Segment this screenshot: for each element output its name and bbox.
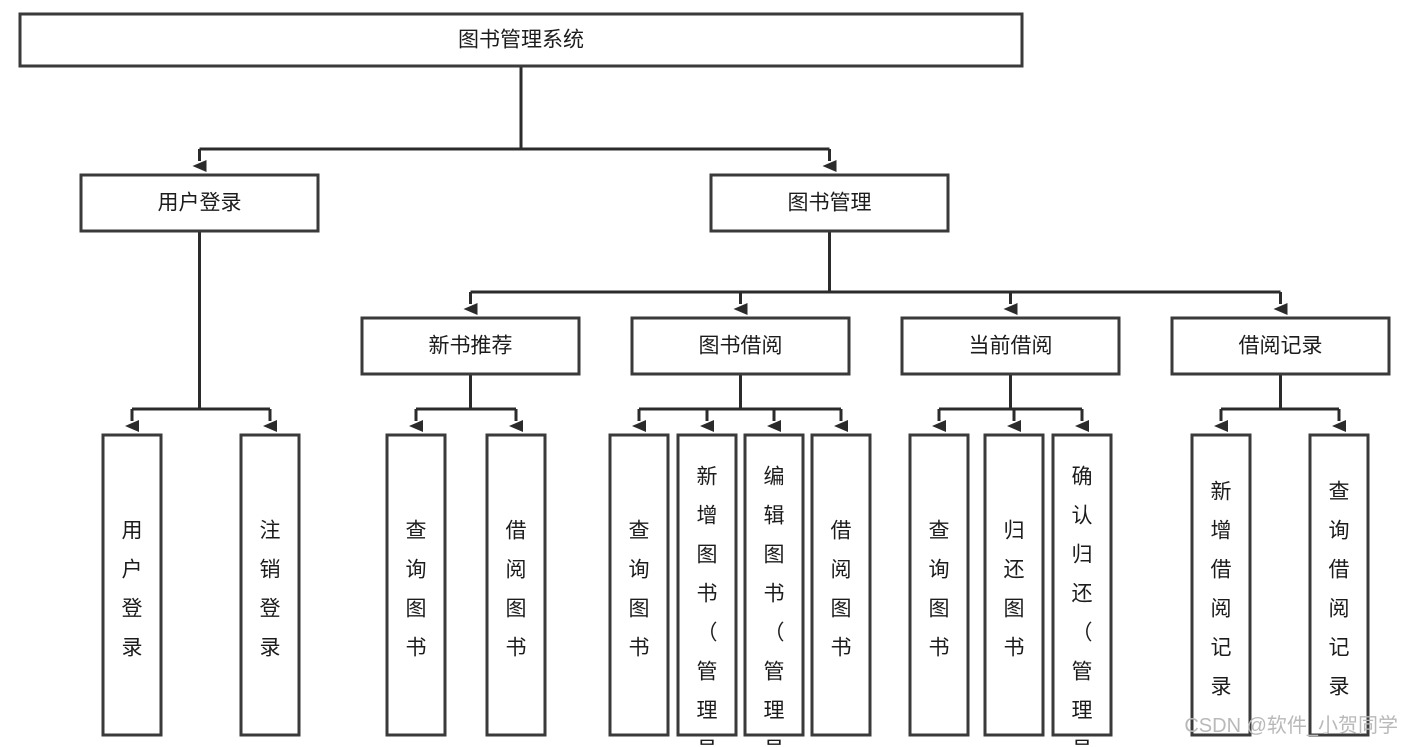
node-box bbox=[743, 433, 805, 737]
node-label: 查询图书 bbox=[629, 519, 650, 659]
node-root[interactable]: 图书管理系统 bbox=[18, 12, 1024, 68]
node-label: 用户登录 bbox=[158, 192, 242, 215]
node-label: 借阅记录 bbox=[1239, 335, 1323, 358]
node-box bbox=[18, 12, 1024, 68]
node-box bbox=[709, 173, 950, 233]
node-label: 注销登录 bbox=[260, 519, 281, 659]
node-leaf-query-book-rec[interactable]: 查询图书 bbox=[385, 433, 447, 737]
node-box bbox=[360, 316, 581, 376]
node-box bbox=[1308, 433, 1370, 737]
node-label: 借阅图书 bbox=[506, 519, 527, 659]
node-leaf-add-record[interactable]: 新增借阅记录 bbox=[1190, 433, 1252, 737]
node-current-borrow[interactable]: 当前借阅 bbox=[900, 316, 1121, 376]
node-label: 借阅图书 bbox=[831, 519, 852, 659]
node-box bbox=[608, 433, 670, 737]
connector-layer bbox=[125, 66, 1346, 432]
node-label: 查询借阅记录 bbox=[1329, 480, 1350, 698]
node-box bbox=[1051, 433, 1113, 737]
node-leaf-borrow-book-bor[interactable]: 借阅图书 bbox=[810, 433, 872, 737]
node-box bbox=[900, 316, 1121, 376]
node-label: 用户登录 bbox=[122, 519, 143, 659]
node-box bbox=[101, 433, 163, 737]
node-box bbox=[908, 433, 970, 737]
node-label: 确认归还（管理员） bbox=[1072, 465, 1093, 747]
node-leaf-query-book-cur[interactable]: 查询图书 bbox=[908, 433, 970, 737]
node-box bbox=[485, 433, 547, 737]
node-book-borrow[interactable]: 图书借阅 bbox=[630, 316, 851, 376]
node-label: 查询图书 bbox=[406, 519, 427, 659]
node-box bbox=[79, 173, 320, 233]
node-box bbox=[385, 433, 447, 737]
node-box bbox=[1190, 433, 1252, 737]
node-label: 图书管理系统 bbox=[458, 29, 584, 52]
node-leaf-query-record[interactable]: 查询借阅记录 bbox=[1308, 433, 1370, 737]
node-box bbox=[239, 433, 301, 737]
node-label: 图书管理 bbox=[788, 192, 872, 215]
node-leaf-add-book[interactable]: 新增图书（管理员） bbox=[676, 433, 738, 747]
node-layer: 图书管理系统用户登录图书管理新书推荐图书借阅当前借阅借阅记录用户登录注销登录查询… bbox=[18, 12, 1391, 747]
node-leaf-edit-book[interactable]: 编辑图书（管理员） bbox=[743, 433, 805, 747]
node-label: 编辑图书（管理员） bbox=[764, 465, 785, 747]
node-box bbox=[1170, 316, 1391, 376]
node-user-login[interactable]: 用户登录 bbox=[79, 173, 320, 233]
node-label: 图书借阅 bbox=[699, 335, 783, 358]
node-label: 新书推荐 bbox=[429, 335, 513, 358]
node-label: 归还图书 bbox=[1004, 519, 1025, 659]
node-leaf-borrow-book-rec[interactable]: 借阅图书 bbox=[485, 433, 547, 737]
node-box bbox=[810, 433, 872, 737]
node-leaf-user-login[interactable]: 用户登录 bbox=[101, 433, 163, 737]
node-label: 新增图书（管理员） bbox=[697, 465, 718, 747]
node-label: 当前借阅 bbox=[969, 335, 1053, 358]
node-leaf-query-book-bor[interactable]: 查询图书 bbox=[608, 433, 670, 737]
node-box bbox=[983, 433, 1045, 737]
node-box bbox=[676, 433, 738, 737]
node-leaf-return-book[interactable]: 归还图书 bbox=[983, 433, 1045, 737]
node-box bbox=[630, 316, 851, 376]
node-new-book-recommend[interactable]: 新书推荐 bbox=[360, 316, 581, 376]
node-leaf-logout[interactable]: 注销登录 bbox=[239, 433, 301, 737]
node-book-manage[interactable]: 图书管理 bbox=[709, 173, 950, 233]
node-borrow-record[interactable]: 借阅记录 bbox=[1170, 316, 1391, 376]
node-label: 新增借阅记录 bbox=[1211, 480, 1232, 698]
node-leaf-confirm-return[interactable]: 确认归还（管理员） bbox=[1051, 433, 1113, 747]
csdn-watermark: CSDN @软件_小贺同学 bbox=[1184, 714, 1398, 737]
node-label: 查询图书 bbox=[929, 519, 950, 659]
